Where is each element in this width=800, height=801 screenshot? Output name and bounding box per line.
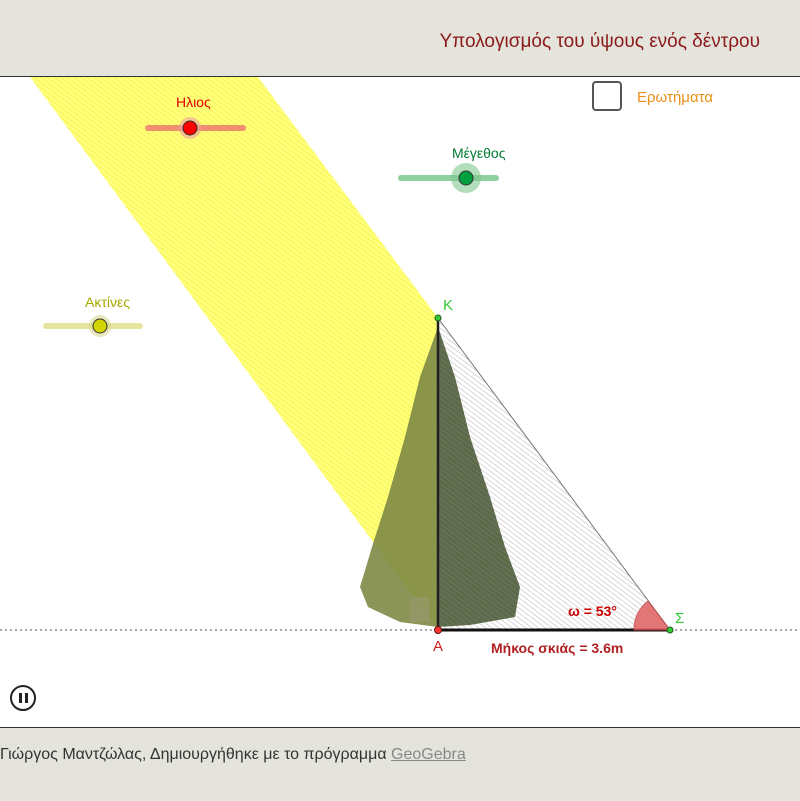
questions-checkbox[interactable]	[592, 81, 622, 111]
point-a	[434, 626, 442, 634]
size-slider-label: Μέγεθος	[452, 145, 506, 161]
sun-slider-label: Ηλιος	[176, 94, 211, 110]
angle-label: ω = 53°	[568, 603, 617, 619]
pause-icon	[18, 693, 22, 703]
shadow-length-label: Μήκος σκιάς = 3.6m	[491, 640, 624, 656]
rays-slider[interactable]	[43, 315, 143, 337]
rays-slider-label: Ακτίνες	[85, 294, 130, 310]
page-title: Υπολογισμός του ύψους ενός δέντρου	[439, 31, 761, 52]
sunlight-rays	[30, 77, 438, 630]
credit-text: Γιώργος Μαντζώλας, Δημιουργήθηκε με το π…	[0, 746, 387, 763]
footer-bar: Γιώργος Μαντζώλας, Δημιουργήθηκε με το π…	[0, 727, 800, 801]
point-k-label: Κ	[443, 297, 454, 314]
footer-credit: Γιώργος Μαντζώλας, Δημιουργήθηκε με το π…	[0, 746, 466, 764]
point-k	[434, 314, 442, 322]
questions-label[interactable]: Ερωτήματα	[637, 89, 714, 106]
geogebra-link[interactable]: GeoGebra	[391, 746, 466, 763]
angle-sector	[633, 600, 672, 631]
pause-button[interactable]	[10, 685, 36, 711]
sun-slider[interactable]	[145, 117, 246, 139]
point-sigma	[666, 626, 674, 634]
header-bar: Υπολογισμός του ύψους ενός δέντρου	[0, 0, 800, 77]
construction-svg	[0, 77, 800, 634]
point-sigma-label: Σ	[675, 610, 685, 627]
size-slider[interactable]	[398, 163, 499, 193]
geogebra-canvas[interactable]: Ηλιος Μέγεθος Ακτίνες Ερωτήματα Κ Α Σ ω …	[0, 77, 800, 726]
point-a-label: Α	[433, 638, 444, 655]
